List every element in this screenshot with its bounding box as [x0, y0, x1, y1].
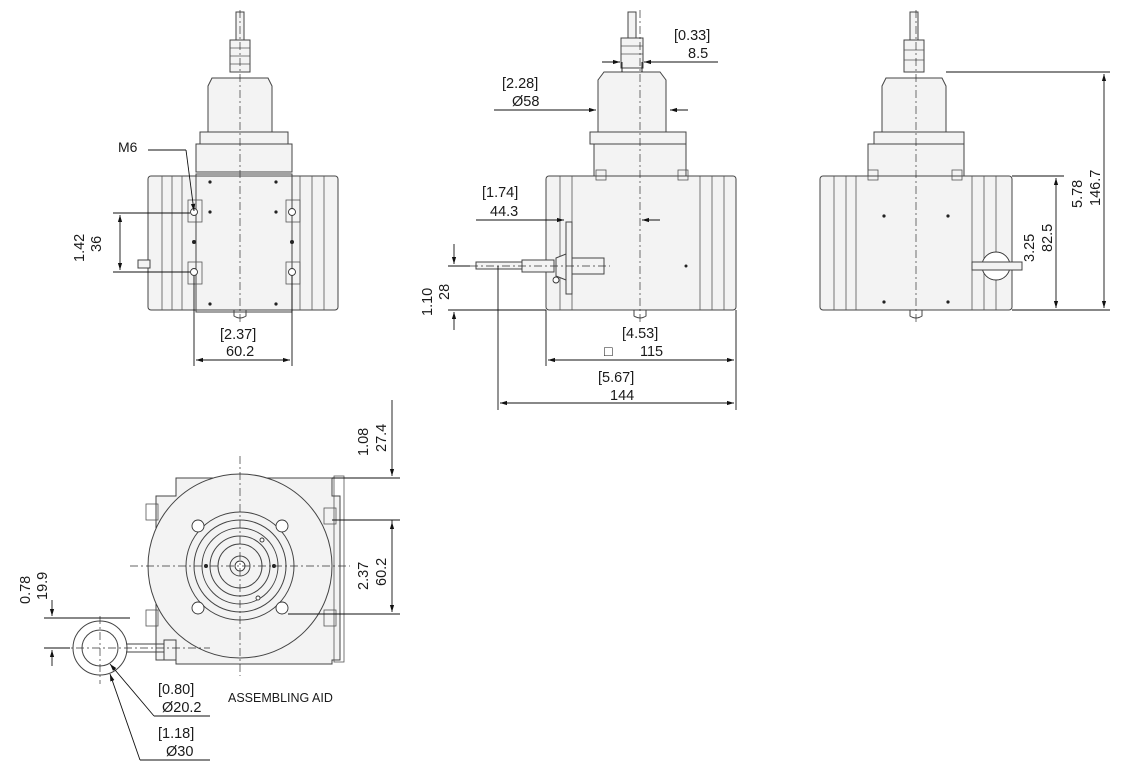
flange-base [195, 143, 293, 173]
dim-top-aid-mm: 19.9 [35, 572, 51, 600]
dim-side-height-mm: 28 [437, 284, 453, 300]
dim-right-total-mm: 146.7 [1088, 170, 1104, 206]
cable-gland [620, 37, 644, 69]
dim-aid-outer-in: [1.18] [158, 726, 194, 742]
dim-aid-inner-mm: Ø20.2 [162, 700, 202, 716]
dim-front-width-in: [2.37] [220, 327, 256, 343]
dim-top-offset-in: 1.08 [356, 428, 372, 456]
top-view [44, 400, 400, 761]
dim-side-body-mm: 115 [640, 344, 663, 360]
measuring-wire [475, 261, 527, 270]
assembling-aid-label: ASSEMBLING AID [228, 691, 333, 705]
dim-side-flange-in: [2.28] [502, 76, 538, 92]
flange [199, 131, 289, 145]
flange [873, 131, 965, 145]
dim-side-total-mm: 144 [610, 388, 634, 404]
dim-front-vertical-mm: 36 [89, 236, 105, 252]
dim-side-flange-mm: Ø58 [512, 94, 539, 110]
dim-side-gland-in: [0.33] [674, 28, 710, 44]
dim-side-offset-in: [1.74] [482, 185, 518, 201]
thread-label: M6 [118, 139, 138, 155]
dim-top-offset-mm: 27.4 [374, 424, 390, 452]
dim-right-total-in: 5.78 [1070, 180, 1086, 208]
dim-aid-inner-in: [0.80] [158, 682, 194, 698]
dim-side-total-in: [5.67] [598, 370, 634, 386]
m6-hole [288, 208, 296, 216]
mount-hole [191, 519, 205, 533]
dim-side-body-in: [4.53] [622, 326, 658, 342]
sensor-housing [881, 77, 947, 133]
right-view [819, 10, 1110, 322]
dim-front-vertical-in: 1.42 [72, 234, 88, 262]
mount-hole [191, 601, 205, 615]
flange [589, 131, 687, 145]
mount-hole [275, 601, 289, 615]
dim-side-gland-mm: 8.5 [688, 46, 708, 62]
mount-hole [275, 519, 289, 533]
dim-top-aid-in: 0.78 [18, 576, 34, 604]
dim-right-body-in: 3.25 [1022, 234, 1038, 262]
dim-side-height-in: 1.10 [420, 288, 436, 316]
dim-aid-outer-mm: Ø30 [166, 744, 193, 760]
sensor-housing [597, 71, 667, 133]
dim-top-width-in: 2.37 [356, 562, 372, 590]
cable [909, 11, 919, 43]
main-body [545, 175, 737, 311]
dim-top-width-mm: 60.2 [374, 558, 390, 586]
dim-side-offset-mm: 44.3 [490, 204, 518, 220]
square-symbol: □ [604, 344, 613, 360]
m6-hole [288, 268, 296, 276]
dim-front-width-mm: 60.2 [226, 344, 254, 360]
m6-hole [190, 268, 198, 276]
cable-gland [903, 39, 925, 73]
dim-right-body-mm: 82.5 [1040, 224, 1056, 252]
main-body [147, 175, 339, 311]
side-view [448, 10, 737, 410]
cable [627, 11, 637, 41]
front-view [113, 10, 339, 366]
